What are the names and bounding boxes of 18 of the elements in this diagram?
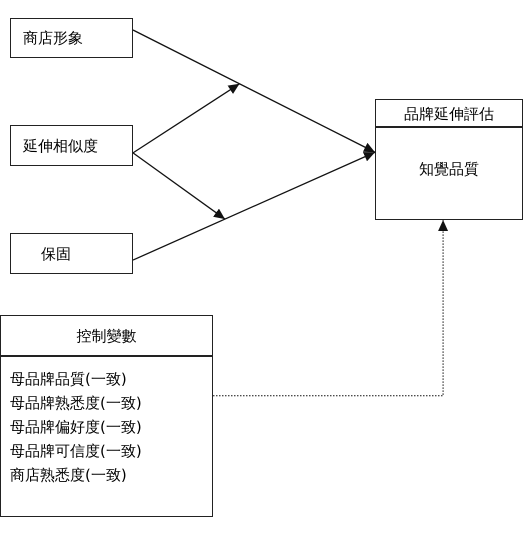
box-heading: 品牌延伸評估 xyxy=(404,104,494,122)
list-item: 母品牌品質(一致) xyxy=(10,369,127,390)
arrow xyxy=(132,29,376,153)
variable-box xyxy=(0,315,213,517)
variable-box xyxy=(375,99,523,220)
variable-box: 商店形象 xyxy=(10,18,133,58)
dotted-arrow xyxy=(212,220,448,396)
arrow xyxy=(132,83,240,154)
list-item: 商店熟悉度(一致) xyxy=(10,465,127,486)
box-heading: 控制變數 xyxy=(76,327,136,345)
variable-box: 保固 xyxy=(10,233,133,274)
list-item: 母品牌熟悉度(一致) xyxy=(10,393,142,414)
arrow xyxy=(132,152,226,220)
list-item: 母品牌可信度(一致) xyxy=(10,441,142,462)
variable-box: 延伸相似度 xyxy=(10,125,133,166)
box-text: 知覺品質 xyxy=(419,159,479,180)
list-item: 母品牌偏好度(一致) xyxy=(10,417,142,438)
arrow xyxy=(132,152,376,261)
